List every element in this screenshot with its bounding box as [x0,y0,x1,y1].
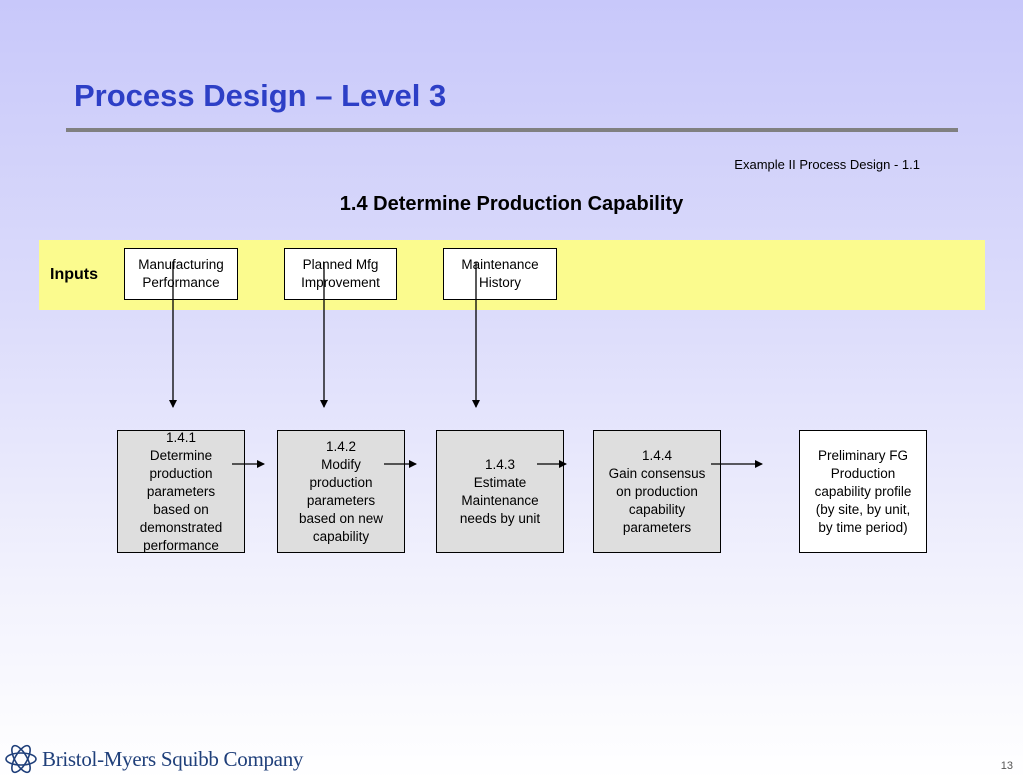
process-box-1-4-2: 1.4.2 Modify production parameters based… [277,430,405,553]
input-box-line: Maintenance [461,257,539,272]
process-line: capability [312,528,370,544]
process-line: parameters [146,483,216,499]
output-box-preliminary-fg: Preliminary FG Production capability pro… [799,430,927,553]
process-line: on production [616,483,698,499]
company-logo: Bristol-Myers Squibb Company [4,742,303,776]
process-line: Determine [149,447,213,463]
process-line: Modify [321,456,361,472]
process-line: 1.4.4 [641,447,673,463]
input-box-line: Manufacturing [138,257,224,272]
input-box-manufacturing-performance: Manufacturing Performance [124,248,238,300]
bms-logo-icon [5,744,37,774]
output-line: capability profile [814,483,912,499]
slide-title: Process Design – Level 3 [74,78,447,113]
process-line: production [149,465,213,481]
diagram-subtitle: 1.4 Determine Production Capability [339,193,684,215]
process-line: based on new [298,510,384,526]
process-line: production [309,474,373,490]
process-box-1-4-4: 1.4.4 Gain consensus on production capab… [593,430,721,553]
input-box-line: History [478,275,521,290]
process-line: demonstrated [139,519,223,535]
process-line: 1.4.2 [325,438,357,454]
inputs-label: Inputs [50,266,98,283]
process-line: 1.4.3 [484,456,516,472]
company-name: Bristol-Myers Squibb Company [42,746,304,771]
process-line: Maintenance [461,492,539,508]
process-box-1-4-3: 1.4.3 Estimate Maintenance needs by unit [436,430,564,553]
output-line: Preliminary FG [817,447,908,463]
input-box-maintenance-history: Maintenance History [443,248,557,300]
process-line: capability [628,501,686,517]
process-line: based on [153,501,209,517]
process-line: 1.4.1 [165,430,197,445]
output-line: Production [830,465,896,481]
process-line: parameters [306,492,376,508]
output-line: (by site, by unit, [815,501,911,517]
input-box-line: Planned Mfg [302,257,379,272]
input-box-line: Improvement [301,275,380,290]
process-line: Gain consensus [608,465,706,481]
process-line: needs by unit [459,510,541,526]
page-number: 13 [1000,760,1013,772]
title-divider [66,128,958,132]
output-line: by time period) [818,519,908,535]
process-line: performance [143,537,219,553]
input-box-line: Performance [142,275,220,290]
process-line: Estimate [473,474,527,490]
process-line: parameters [622,519,692,535]
example-label: Example II Process Design - 1.1 [734,157,920,172]
process-box-1-4-1: 1.4.1 Determine production parameters ba… [117,430,245,553]
input-box-planned-mfg-improvement: Planned Mfg Improvement [284,248,397,300]
